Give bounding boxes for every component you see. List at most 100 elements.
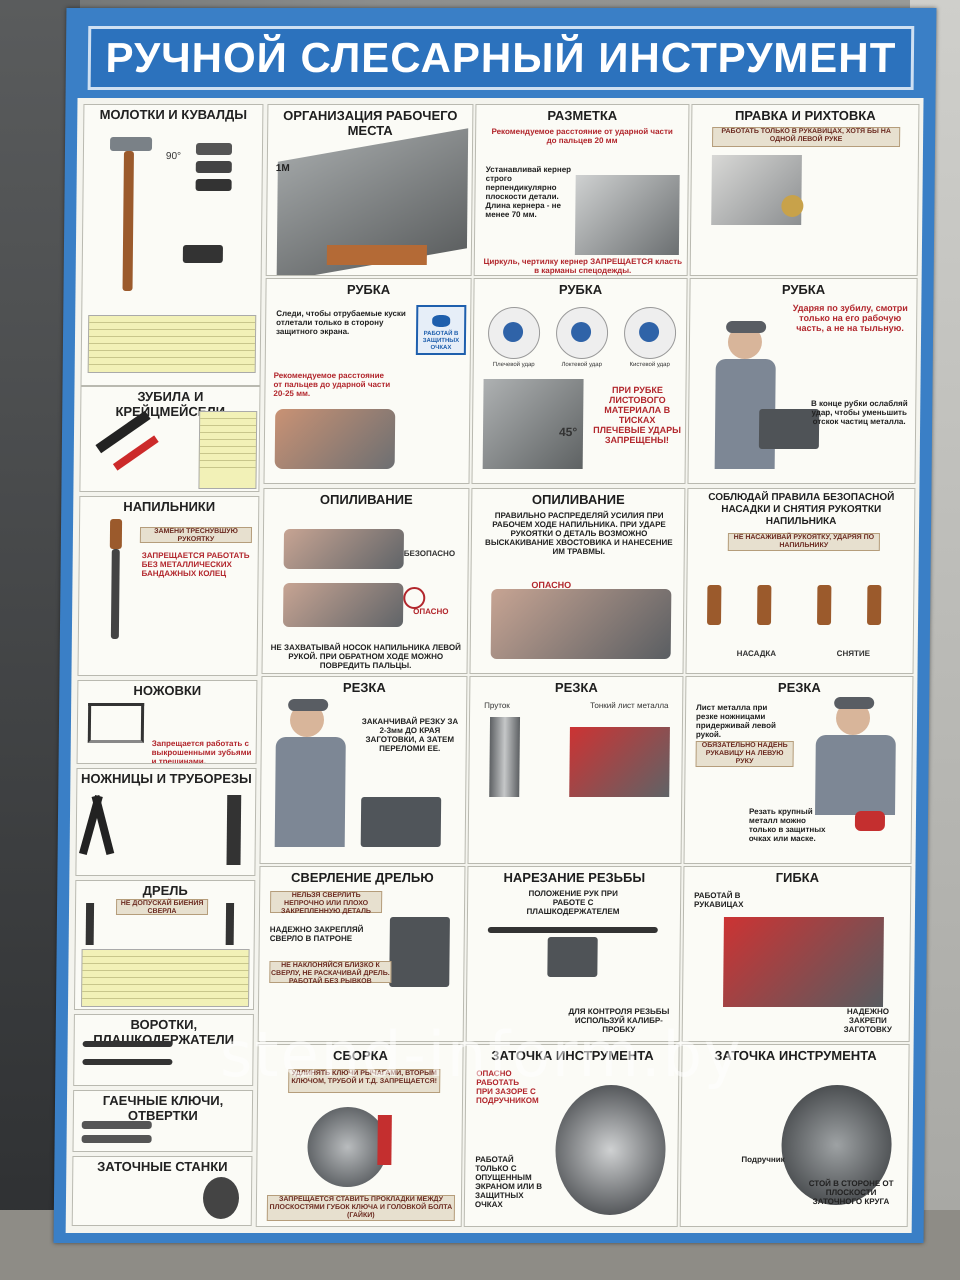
- chisel-table: [198, 411, 258, 489]
- panel-workplace: ОРГАНИЗАЦИЯ РАБОЧЕГО МЕСТА 1М: [265, 104, 474, 276]
- strike-label: Локтевой удар: [561, 362, 602, 368]
- panel-filing-2: ОПИЛИВАНИЕ ПРАВИЛЬНО РАСПРЕДЕЛЯЙ УСИЛИЯ …: [469, 488, 686, 674]
- panel-title: РЕЗКА: [554, 680, 598, 695]
- cutting2-text-block: [478, 807, 670, 857]
- section-title: НАПИЛЬНИКИ: [123, 499, 216, 514]
- stack-icon: [195, 179, 232, 191]
- glove-icon: [781, 195, 804, 217]
- panel-chopping-1: РУБКА Следи, чтобы отрубаемые куски отле…: [263, 278, 472, 484]
- sharpening1-text: РАБОТАЙ ТОЛЬКО С ОПУЩЕННЫМ ЭКРАНОМ ИЛИ В…: [474, 1155, 543, 1209]
- panel-title: СОБЛЮДАЙ ПРАВИЛА БЕЗОПАСНОЙ НАСАДКИ И СН…: [708, 492, 895, 527]
- goggles-label: РАБОТАЙ В ЗАЩИТНЫХ ОЧКАХ: [422, 331, 460, 351]
- section-title: ЗАТОЧНЫЕ СТАНКИ: [97, 1159, 228, 1174]
- cutting1-text: ЗАКАНЧИВАЙ РЕЗКУ ЗА 2-3мм ДО КРАЯ ЗАГОТО…: [361, 717, 459, 753]
- drilling-warning: НЕЛЬЗЯ СВЕРЛИТЬ НЕПРОЧНО ИЛИ ПЛОХО ЗАКРЕ…: [269, 891, 383, 915]
- sharpening2-text: СТОЙ В СТОРОНЕ ОТ ПЛОСКОСТИ ЗАТОЧНОГО КР…: [808, 1179, 894, 1206]
- safe-label: БЕЗОПАСНО: [403, 549, 456, 558]
- section-hacksaws: НОЖОВКИ Запрещается работать с выкрошенн…: [76, 680, 258, 764]
- goggles-icon: [432, 315, 451, 327]
- panel-title: СВЕРЛЕНИЕ ДРЕЛЬЮ: [290, 870, 434, 885]
- die-holder-icon: [487, 927, 658, 933]
- chopping3-text: В конце рубки ослабляй удар, чтобы умень…: [810, 399, 908, 426]
- marking-distance-text: Рекомендуемое расстояние от ударной част…: [491, 127, 673, 145]
- watermark: stend-inform.by: [220, 1018, 743, 1091]
- goggles-badge: РАБОТАЙ В ЗАЩИТНЫХ ОЧКАХ: [415, 305, 467, 355]
- fitting-label: НАСАДКА: [736, 649, 777, 658]
- cutting3-text2: Резать крупный металл можно только в защ…: [748, 807, 826, 843]
- marking-instruction: Устанавливай кернер строго перпендикуляр…: [485, 165, 572, 219]
- panel-title: ПРАВКА И РИХТОВКА: [734, 108, 876, 123]
- filing2-text: ПРАВИЛЬНО РАСПРЕДЕЛЯЙ УСИЛИЯ ПРИ РАБОЧЕМ…: [485, 511, 673, 556]
- strike-circle-icon: [487, 307, 541, 359]
- file-handle-icon: [707, 585, 722, 625]
- chisel-icon: [112, 435, 159, 471]
- panel-cutting-1: РЕЗКА ЗАКАНЧИВАЙ РЕЗКУ ЗА 2-3мм ДО КРАЯ …: [259, 676, 468, 864]
- bending-text-2: НАДЕЖНО ЗАКРЕПИ ЗАГОТОВКУ: [843, 1007, 892, 1034]
- hammer-head-icon: [109, 137, 153, 151]
- panel-title: РУБКА: [346, 282, 391, 297]
- files-warning: ЗАПРЕЩАЕТСЯ РАБОТАТЬ БЕЗ МЕТАЛЛИЧЕСКИХ Б…: [141, 551, 250, 578]
- vise-image: [482, 379, 584, 469]
- cutting3-warning: ОБЯЗАТЕЛЬНО НАДЕНЬ РУКАВИЦУ НА ЛЕВУЮ РУК…: [695, 741, 794, 767]
- panel-bending: ГИБКА РАБОТАЙ В РУКАВИЦАХ НАДЕЖНО ЗАКРЕП…: [681, 866, 912, 1042]
- file-handle-icon: [867, 585, 882, 625]
- tap-wrench-icon: [82, 1041, 173, 1047]
- spanner-icon: [81, 1121, 152, 1129]
- panel-title: РЕЗКА: [777, 680, 821, 695]
- hacksaw-icon: [87, 703, 145, 743]
- danger-label: ОПАСНО: [413, 607, 449, 616]
- panel-cutting-3: РЕЗКА Лист металла при резке ножницами п…: [683, 676, 914, 864]
- marking-warning: Циркуль, чертилку кернер ЗАПРЕЩАЕТСЯ кла…: [483, 257, 683, 275]
- strike-label: Плечевой удар: [492, 362, 535, 368]
- danger-circle-icon: [403, 587, 426, 609]
- panel-title: РУБКА: [781, 282, 826, 297]
- prohibited-icon: [377, 1115, 392, 1165]
- assembly-warning-2: ЗАПРЕЩАЕТСЯ СТАВИТЬ ПРОКЛАДКИ МЕЖДУ ПЛОС…: [266, 1195, 456, 1221]
- section-title: НОЖНИЦЫ И ТРУБОРЕЗЫ: [80, 771, 252, 786]
- drill-bit-icon: [85, 903, 95, 945]
- panel-title: НАРЕЗАНИЕ РЕЗЬБЫ: [503, 870, 646, 885]
- files-note: ЗАМЕНИ ТРЕСНУВШУЮ РУКОЯТКУ: [139, 527, 253, 543]
- panel-marking: РАЗМЕТКА Рекомендуемое расстояние от уда…: [473, 104, 690, 276]
- worker-figure: [709, 321, 781, 475]
- panel-title: РУБКА: [558, 282, 603, 297]
- stack-icon: [195, 143, 233, 155]
- panel-handle-rules: СОБЛЮДАЙ ПРАВИЛА БЕЗОПАСНОЙ НАСАДКИ И СН…: [685, 488, 916, 674]
- sheet-image: [569, 727, 670, 797]
- section-title: ДРЕЛЬ: [142, 883, 188, 898]
- straightening-warning: РАБОТАТЬ ТОЛЬКО В РУКАВИЦАХ, ХОТЯ БЫ НА …: [712, 127, 901, 147]
- grinder-icon: [202, 1177, 240, 1219]
- marking-image: [574, 175, 680, 255]
- drill-vise-image: [389, 917, 450, 987]
- drill-table: [81, 949, 250, 1007]
- anvil-icon: [182, 245, 223, 263]
- panel-title: РАЗМЕТКА: [547, 108, 618, 123]
- section-title: МОЛОТКИ И КУВАЛДЫ: [99, 107, 248, 122]
- stack-icon: [195, 161, 232, 173]
- tap-wrench-icon: [82, 1059, 173, 1065]
- section-title: ГАЕЧНЫЕ КЛЮЧИ, ОТВЕРТКИ: [102, 1093, 224, 1123]
- file-handle-icon: [757, 585, 772, 625]
- removal-label: СНЯТИЕ: [836, 649, 871, 658]
- handle-warning: НЕ НАСАЖИВАЙ РУКОЯТКУ, УДАРЯЯ ПО НАПИЛЬН…: [727, 533, 880, 551]
- hammer-handle-icon: [122, 151, 134, 291]
- section-spanners: ГАЕЧНЫЕ КЛЮЧИ, ОТВЕРТКИ: [72, 1090, 254, 1152]
- hacksaw-warning: Запрещается работать с выкрошенными зубь…: [151, 739, 252, 764]
- tool-rest-label: Подручник: [741, 1155, 785, 1164]
- tools-image: [326, 245, 427, 265]
- strike-circle-icon: [623, 307, 677, 359]
- chopping3-warning: Ударяя по зубилу, смотри только на его р…: [792, 303, 908, 333]
- drill-bit-icon: [225, 903, 235, 945]
- drill-warning: НЕ ДОПУСКАЙ БИЕНИЯ СВЕРЛА: [115, 899, 209, 915]
- section-grinders: ЗАТОЧНЫЕ СТАНКИ: [71, 1156, 253, 1226]
- section-files: НАПИЛЬНИКИ ЗАМЕНИ ТРЕСНУВШУЮ РУКОЯТКУ ЗА…: [77, 496, 260, 676]
- section-chisels: ЗУБИЛА И КРЕЙЦМЕЙСЕЛИ: [79, 386, 261, 492]
- rod-label: Пруток: [484, 701, 510, 710]
- drilling-text: НАДЕЖНО ЗАКРЕПЛЯЙ СВЕРЛО В ПАТРОНЕ: [269, 925, 364, 943]
- file-handle-icon: [109, 519, 123, 549]
- pipe-cutter-icon: [226, 795, 242, 865]
- file-handle-icon: [817, 585, 832, 625]
- poster-title: РУЧНОЙ СЛЕСАРНЫЙ ИНСТРУМЕНТ: [87, 26, 915, 90]
- chopping1-text: Следи, чтобы отрубаемые куски отлетали т…: [276, 309, 406, 336]
- rod-image: [489, 717, 521, 797]
